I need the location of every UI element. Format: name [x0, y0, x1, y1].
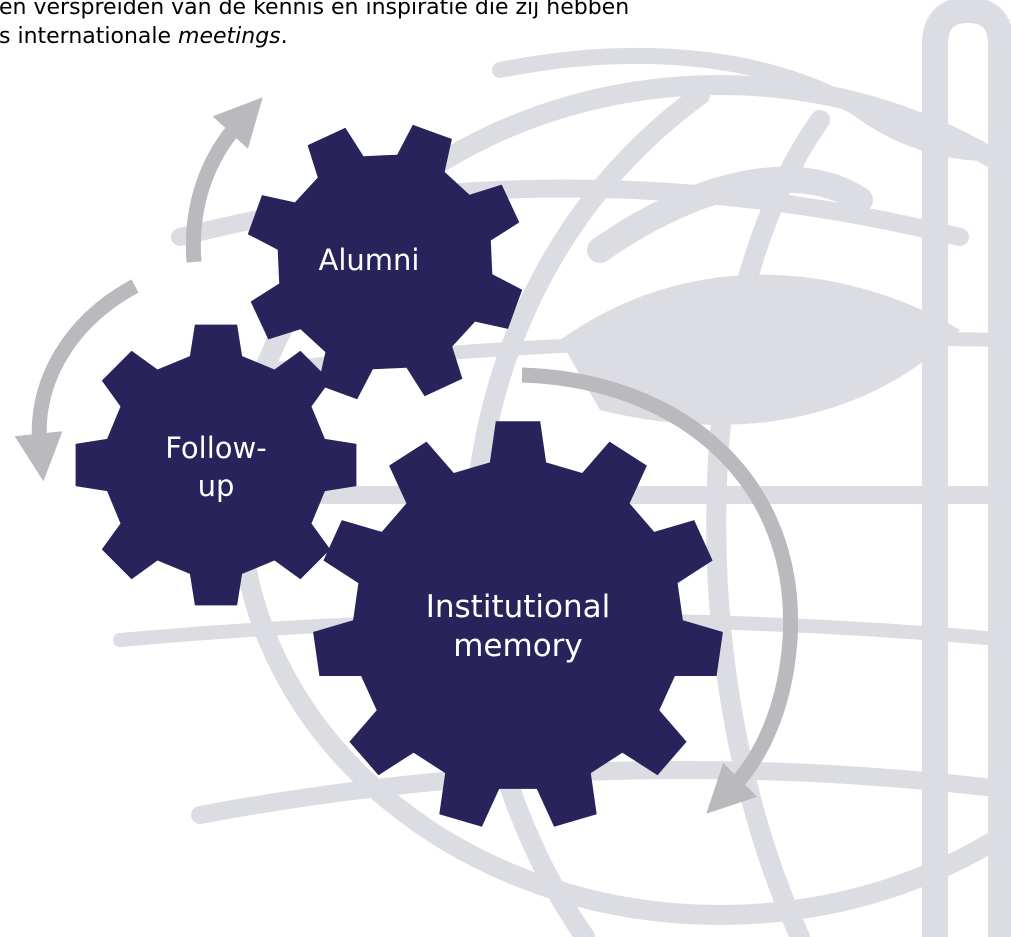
gear-followup-icon	[75, 324, 357, 606]
intro-line-2: s internationale meetings.	[0, 22, 779, 51]
intro-text: en verspreiden van de kennis en inspirat…	[0, 0, 779, 51]
curved-arrow-icon	[521, 367, 799, 814]
gear-institutional-icon	[313, 421, 723, 827]
gear-alumni-icon	[247, 124, 523, 400]
curved-arrow-icon	[14, 279, 139, 482]
intro-line-1: en verspreiden van de kennis en inspirat…	[0, 0, 630, 20]
gear-label-institutional-line1: Institutional	[426, 589, 611, 625]
curved-arrow-icon	[185, 97, 263, 263]
gear-label-alumni: Alumni	[319, 243, 420, 277]
gear-label-followup-line1: Follow-	[165, 431, 266, 465]
gear-label-institutional-line2: memory	[453, 628, 583, 664]
gear-label-followup-line2: up	[198, 469, 235, 503]
intro-line-2-prefix: s internationale	[0, 24, 179, 49]
intro-line-2-italic: meetings	[178, 24, 281, 49]
intro-line-2-suffix: .	[280, 24, 288, 49]
